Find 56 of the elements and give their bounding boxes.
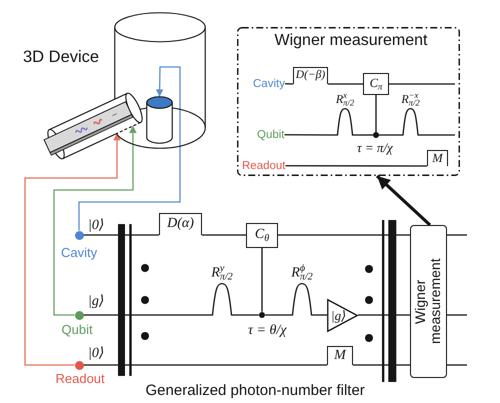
- inset-title: Wigner measurement: [274, 32, 428, 50]
- wire-label: Qubit: [257, 128, 284, 141]
- wire-label: Cavity: [253, 78, 285, 90]
- pulse-gate: D(−β): [293, 67, 328, 84]
- state-label: |g⟩: [88, 294, 104, 310]
- port-dot-icon: [74, 230, 84, 240]
- wire: [265, 314, 285, 316]
- wire: [278, 234, 410, 236]
- state-label: |0⟩: [88, 218, 104, 234]
- wire: [202, 234, 246, 236]
- delay-label: τ = π/χ: [357, 140, 393, 156]
- signal-line: [24, 132, 121, 366]
- wire: [285, 165, 427, 167]
- signal-line: [78, 66, 181, 230]
- wire: [358, 314, 410, 316]
- wire: [447, 364, 467, 366]
- state-label: |0⟩: [88, 346, 104, 362]
- control-line: [375, 95, 377, 132]
- port-dot-icon: [74, 360, 84, 370]
- wire: [425, 134, 455, 136]
- inset-panel: [237, 27, 460, 176]
- triangle-gate: |g⟩: [327, 298, 358, 332]
- wire: [389, 83, 455, 85]
- measure-gate: M: [427, 150, 448, 166]
- wire-label: Readout: [242, 160, 286, 172]
- controlled-gate: C$_{π}$: [363, 73, 389, 95]
- device-title: 3D Device: [23, 48, 100, 66]
- measure-gate: M: [327, 346, 353, 365]
- measurement-block: Wigner measurement: [410, 225, 447, 378]
- wire: [239, 314, 259, 316]
- wire: [359, 134, 373, 136]
- port-label: Cavity: [61, 246, 98, 260]
- arrow: [376, 174, 432, 226]
- signal-line: [53, 126, 137, 316]
- delay-label: τ = θ/χ: [248, 323, 286, 340]
- wire: [447, 234, 467, 236]
- control-line: [261, 248, 263, 312]
- pulse-gate: D(α): [159, 213, 202, 235]
- wire: [84, 364, 327, 366]
- port-label: Qubit: [62, 322, 93, 338]
- port-dot-icon: [74, 310, 84, 320]
- circuit-caption: Generalized photon-number filter: [146, 382, 365, 399]
- control-dot-icon: [258, 312, 266, 318]
- wire: [379, 134, 396, 136]
- wire: [84, 314, 205, 316]
- wire: [353, 364, 410, 366]
- wire: [328, 83, 363, 85]
- post-cylinder: [146, 96, 172, 144]
- controlled-gate: C$_{θ}$: [246, 222, 278, 248]
- wire: [447, 314, 467, 316]
- wire: [284, 83, 294, 85]
- wire: [84, 234, 159, 236]
- port-label: Readout: [56, 372, 105, 386]
- wire: [284, 134, 331, 136]
- control-dot-icon: [373, 132, 379, 138]
- cylinder-drawing: [114, 12, 206, 149]
